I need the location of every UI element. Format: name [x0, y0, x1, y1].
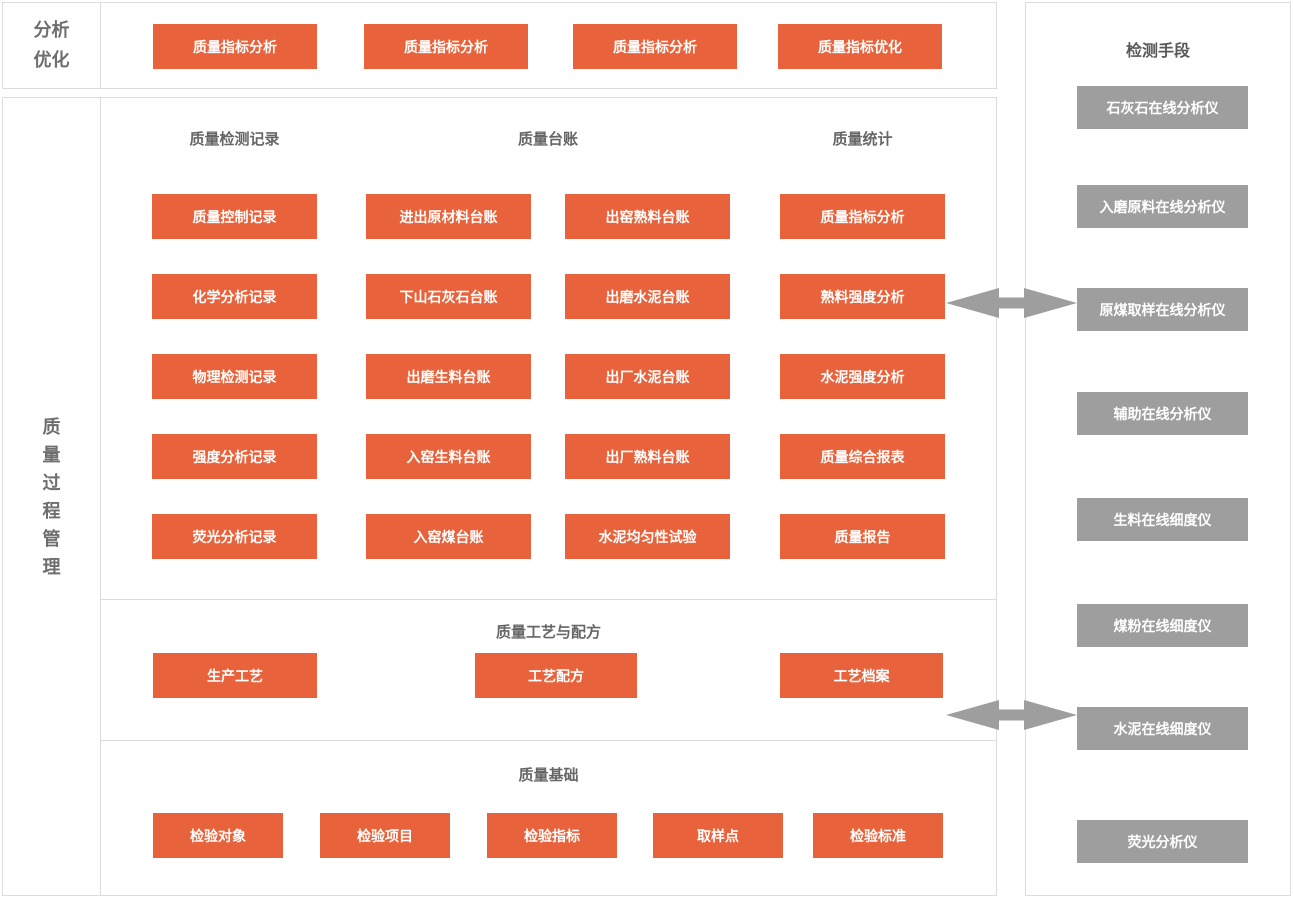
header-quality-basics: 质量基础 [518, 767, 579, 784]
button-quality-index-analysis-1[interactable]: 质量指标分析 [153, 24, 317, 69]
button-cement-uniformity-test[interactable]: 水泥均匀性试验 [565, 514, 730, 559]
button-chemical-analysis-record[interactable]: 化学分析记录 [152, 274, 317, 319]
button-quality-control-record[interactable]: 质量控制记录 [152, 194, 317, 239]
button-quality-comprehensive-report[interactable]: 质量综合报表 [780, 434, 945, 479]
button-cement-shipped-ledger[interactable]: 出厂水泥台账 [565, 354, 730, 399]
header-process-and-recipe: 质量工艺与配方 [495, 624, 601, 641]
button-limestone-online-analyzer[interactable]: 石灰石在线分析仪 [1077, 86, 1248, 129]
header-detection-means: 检测手段 [1125, 43, 1190, 60]
analysis-panel-divider [100, 3, 101, 88]
button-quality-index-optimization[interactable]: 质量指标优化 [778, 24, 942, 69]
button-coal-into-kiln-ledger[interactable]: 入窑煤台账 [366, 514, 531, 559]
button-limestone-downhill-ledger[interactable]: 下山石灰石台账 [366, 274, 531, 319]
button-inspection-index[interactable]: 检验指标 [487, 813, 617, 858]
double-arrow-process-to-cement-fineness-meter [946, 700, 1077, 730]
button-quality-index-analysis-3[interactable]: 质量指标分析 [573, 24, 737, 69]
button-cement-out-mill-ledger[interactable]: 出磨水泥台账 [565, 274, 730, 319]
button-clinker-strength-analysis[interactable]: 熟料强度分析 [780, 274, 945, 319]
button-raw-material-inout-ledger[interactable]: 进出原材料台账 [366, 194, 531, 239]
records-process-divider [101, 599, 996, 600]
button-quality-index-analysis-stat[interactable]: 质量指标分析 [780, 194, 945, 239]
button-inspection-item[interactable]: 检验项目 [320, 813, 450, 858]
button-sampling-point[interactable]: 取样点 [653, 813, 783, 858]
button-cement-online-fineness-meter[interactable]: 水泥在线细度仪 [1077, 707, 1248, 750]
button-inspection-standard[interactable]: 检验标准 [813, 813, 943, 858]
detection-means-panel [1025, 2, 1291, 896]
button-mill-feed-raw-material-online-analyzer[interactable]: 入磨原料在线分析仪 [1077, 185, 1248, 228]
button-cement-strength-analysis[interactable]: 水泥强度分析 [780, 354, 945, 399]
button-raw-meal-into-kiln-ledger[interactable]: 入窑生料台账 [366, 434, 531, 479]
button-quality-report[interactable]: 质量报告 [780, 514, 945, 559]
quality-process-label-text: 质量过程管理 [42, 416, 61, 577]
button-fluorescence-analyzer[interactable]: 荧光分析仪 [1077, 820, 1248, 863]
button-auxiliary-online-analyzer[interactable]: 辅助在线分析仪 [1077, 392, 1248, 435]
button-raw-meal-online-fineness-meter[interactable]: 生料在线细度仪 [1077, 498, 1248, 541]
double-arrow-clinker-analysis-to-coal-analyzer [946, 288, 1077, 318]
button-raw-meal-out-mill-ledger[interactable]: 出磨生料台账 [366, 354, 531, 399]
header-quality-statistics: 质量统计 [832, 131, 893, 148]
button-raw-coal-sampling-online-analyzer[interactable]: 原煤取样在线分析仪 [1077, 288, 1248, 331]
quality-process-label: 质量过程管理 [3, 98, 100, 895]
analysis-panel-label-text: 分析优化 [33, 19, 70, 70]
process-panel-left-divider [100, 98, 101, 895]
button-clinker-shipped-ledger[interactable]: 出厂熟料台账 [565, 434, 730, 479]
header-inspection-records: 质量检测记录 [189, 131, 280, 148]
button-coal-powder-online-fineness-meter[interactable]: 煤粉在线细度仪 [1077, 604, 1248, 647]
analysis-panel-label: 分析优化 [3, 3, 100, 88]
button-process-recipe[interactable]: 工艺配方 [475, 653, 637, 698]
button-physical-test-record[interactable]: 物理检测记录 [152, 354, 317, 399]
button-quality-index-analysis-2[interactable]: 质量指标分析 [364, 24, 528, 69]
button-fluorescence-analysis-record[interactable]: 荧光分析记录 [152, 514, 317, 559]
button-inspection-object[interactable]: 检验对象 [153, 813, 283, 858]
button-process-archive[interactable]: 工艺档案 [780, 653, 943, 698]
process-basic-divider [101, 740, 996, 741]
button-clinker-out-kiln-ledger[interactable]: 出窑熟料台账 [565, 194, 730, 239]
button-production-process[interactable]: 生产工艺 [153, 653, 317, 698]
button-strength-analysis-record[interactable]: 强度分析记录 [152, 434, 317, 479]
header-quality-ledger: 质量台账 [517, 131, 578, 148]
